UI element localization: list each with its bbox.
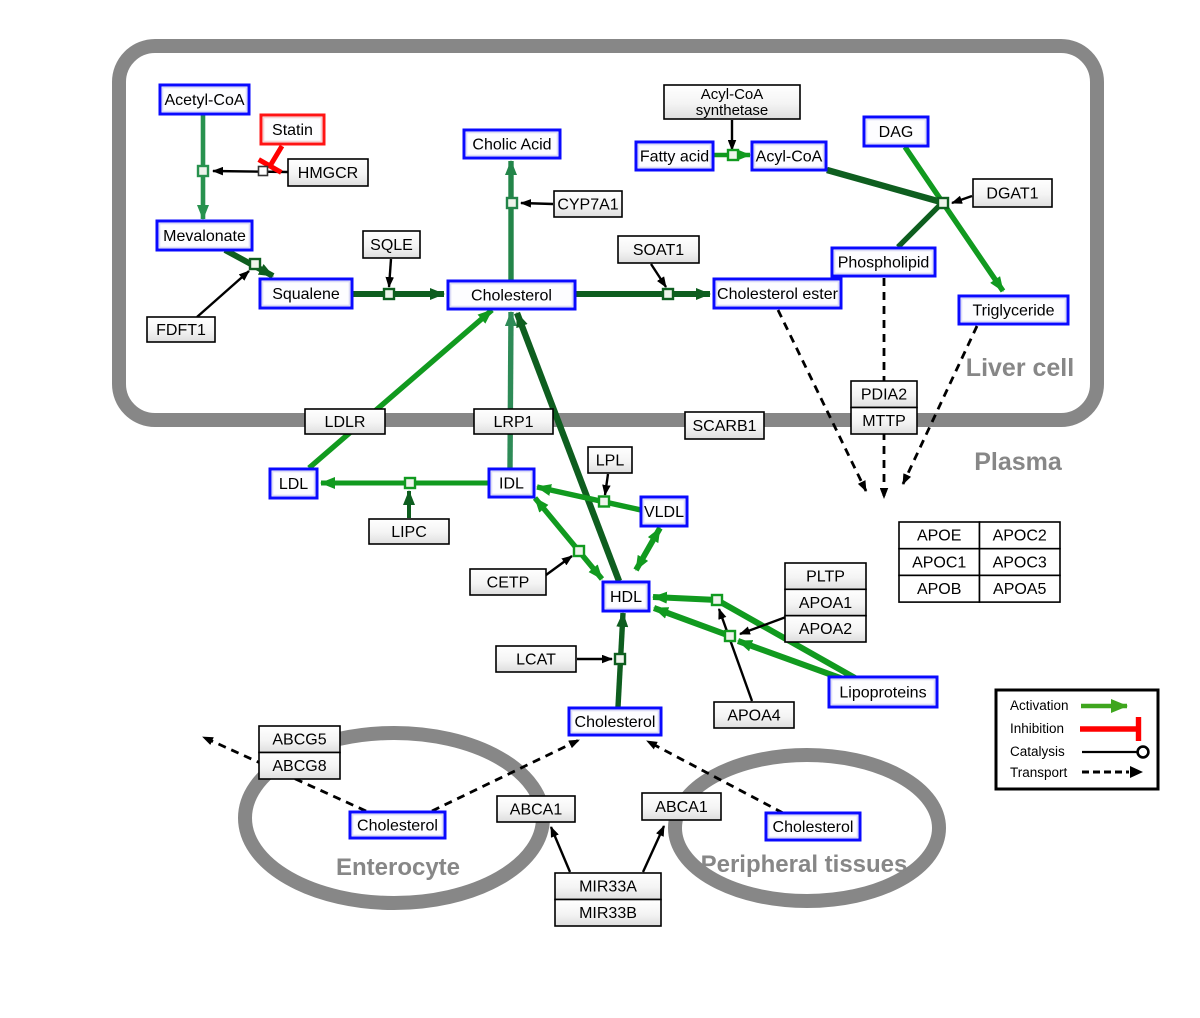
svg-text:ABCA1: ABCA1 <box>655 799 708 816</box>
svg-text:Activation: Activation <box>1010 698 1069 713</box>
svg-text:Cholesterol ester: Cholesterol ester <box>717 286 839 303</box>
svg-text:APOA5: APOA5 <box>993 581 1046 598</box>
svg-text:Squalene: Squalene <box>272 286 340 303</box>
svg-text:CETP: CETP <box>487 574 530 591</box>
svg-text:Lipoproteins: Lipoproteins <box>839 684 926 701</box>
svg-text:Phospholipid: Phospholipid <box>838 254 930 271</box>
svg-text:ABCG8: ABCG8 <box>272 758 326 775</box>
svg-text:APOC3: APOC3 <box>993 554 1047 571</box>
svg-text:Cholesterol: Cholesterol <box>575 714 656 731</box>
svg-text:APOB: APOB <box>917 581 961 598</box>
svg-text:Acyl-CoA: Acyl-CoA <box>701 86 764 103</box>
svg-text:Mevalonate: Mevalonate <box>163 228 246 245</box>
svg-text:Triglyceride: Triglyceride <box>972 302 1054 319</box>
svg-text:LDLR: LDLR <box>325 414 366 431</box>
svg-text:synthetase: synthetase <box>696 102 769 119</box>
svg-text:Plasma: Plasma <box>974 448 1063 476</box>
svg-text:Enterocyte: Enterocyte <box>336 854 460 881</box>
svg-text:LPL: LPL <box>596 452 625 469</box>
svg-text:Acyl-CoA: Acyl-CoA <box>756 148 823 165</box>
svg-text:VLDL: VLDL <box>644 504 684 521</box>
svg-text:Inhibition: Inhibition <box>1010 721 1064 736</box>
svg-text:MTTP: MTTP <box>862 413 906 430</box>
svg-text:Statin: Statin <box>272 122 313 139</box>
svg-text:Catalysis: Catalysis <box>1010 744 1065 759</box>
svg-text:APOC1: APOC1 <box>912 554 966 571</box>
svg-text:FDFT1: FDFT1 <box>156 322 206 339</box>
svg-text:Fatty acid: Fatty acid <box>640 148 709 165</box>
svg-text:Acetyl-CoA: Acetyl-CoA <box>164 92 244 109</box>
svg-text:CYP7A1: CYP7A1 <box>557 196 618 213</box>
svg-text:SCARB1: SCARB1 <box>692 418 756 435</box>
svg-text:LCAT: LCAT <box>516 651 556 668</box>
svg-text:HDL: HDL <box>610 589 642 606</box>
svg-text:MIR33A: MIR33A <box>579 879 637 896</box>
svg-text:APOC2: APOC2 <box>993 528 1047 545</box>
svg-text:LIPC: LIPC <box>391 524 427 541</box>
svg-text:PLTP: PLTP <box>806 568 845 585</box>
svg-text:DAG: DAG <box>879 124 914 141</box>
svg-text:Cholic Acid: Cholic Acid <box>472 136 551 153</box>
svg-text:SOAT1: SOAT1 <box>633 242 684 259</box>
svg-text:ABCG5: ABCG5 <box>272 732 326 749</box>
svg-text:ABCA1: ABCA1 <box>510 801 563 818</box>
svg-text:Liver cell: Liver cell <box>966 354 1074 382</box>
svg-text:Cholesterol: Cholesterol <box>773 819 854 836</box>
svg-text:APOA2: APOA2 <box>799 621 852 638</box>
svg-text:LDL: LDL <box>279 476 308 493</box>
svg-text:Peripheral tissues: Peripheral tissues <box>701 851 908 878</box>
svg-text:HMGCR: HMGCR <box>298 165 358 182</box>
svg-text:Cholesterol: Cholesterol <box>471 287 552 304</box>
svg-text:LRP1: LRP1 <box>493 414 533 431</box>
svg-text:SQLE: SQLE <box>370 237 413 254</box>
svg-text:MIR33B: MIR33B <box>579 905 637 922</box>
svg-text:DGAT1: DGAT1 <box>986 185 1038 202</box>
svg-text:APOA4: APOA4 <box>727 707 780 724</box>
svg-text:APOA1: APOA1 <box>799 595 852 612</box>
svg-text:IDL: IDL <box>499 475 524 492</box>
svg-text:PDIA2: PDIA2 <box>861 387 907 404</box>
svg-text:Transport: Transport <box>1010 765 1068 780</box>
svg-text:Cholesterol: Cholesterol <box>357 817 438 834</box>
svg-text:APOE: APOE <box>917 528 961 545</box>
